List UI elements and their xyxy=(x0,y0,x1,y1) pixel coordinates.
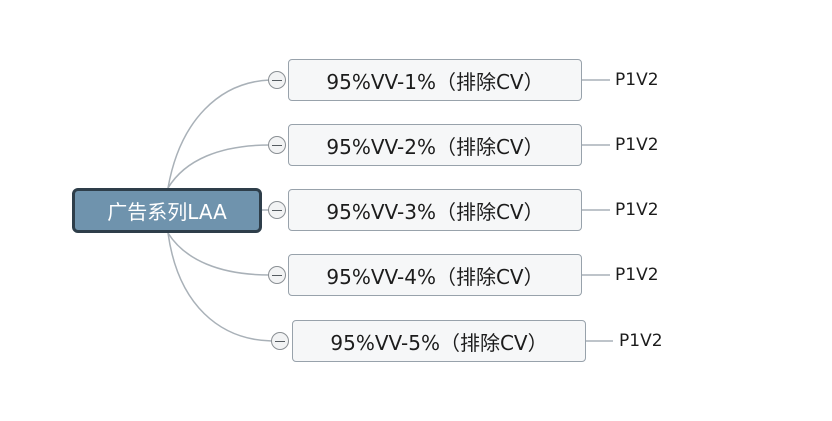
collapse-minus-icon[interactable] xyxy=(268,266,286,284)
collapse-minus-icon[interactable] xyxy=(268,201,286,219)
leaf-topic-5[interactable]: P1V2 xyxy=(619,331,663,351)
branch-topic-3[interactable]: 95%VV-3%（排除CV） xyxy=(288,189,582,231)
leaf-topic-2[interactable]: P1V2 xyxy=(615,135,659,155)
connector-root-branch-5 xyxy=(167,232,273,342)
leaf-topic-3[interactable]: P1V2 xyxy=(615,200,659,220)
collapse-minus-icon[interactable] xyxy=(271,332,289,350)
root-topic[interactable]: 广告系列LAA xyxy=(72,188,262,233)
branch-topic-2[interactable]: 95%VV-2%（排除CV） xyxy=(288,124,582,166)
branch-topic-5[interactable]: 95%VV-5%（排除CV） xyxy=(292,320,586,362)
connector-root-branch-2 xyxy=(167,144,271,189)
leaf-topic-1[interactable]: P1V2 xyxy=(615,70,659,90)
connector-root-branch-4 xyxy=(167,232,271,276)
branch-topic-4[interactable]: 95%VV-4%（排除CV） xyxy=(288,254,582,296)
connector-root-branch-1 xyxy=(167,79,271,189)
collapse-minus-icon[interactable] xyxy=(268,71,286,89)
leaf-topic-4[interactable]: P1V2 xyxy=(615,265,659,285)
branch-topic-1[interactable]: 95%VV-1%（排除CV） xyxy=(288,59,582,101)
collapse-minus-icon[interactable] xyxy=(268,136,286,154)
